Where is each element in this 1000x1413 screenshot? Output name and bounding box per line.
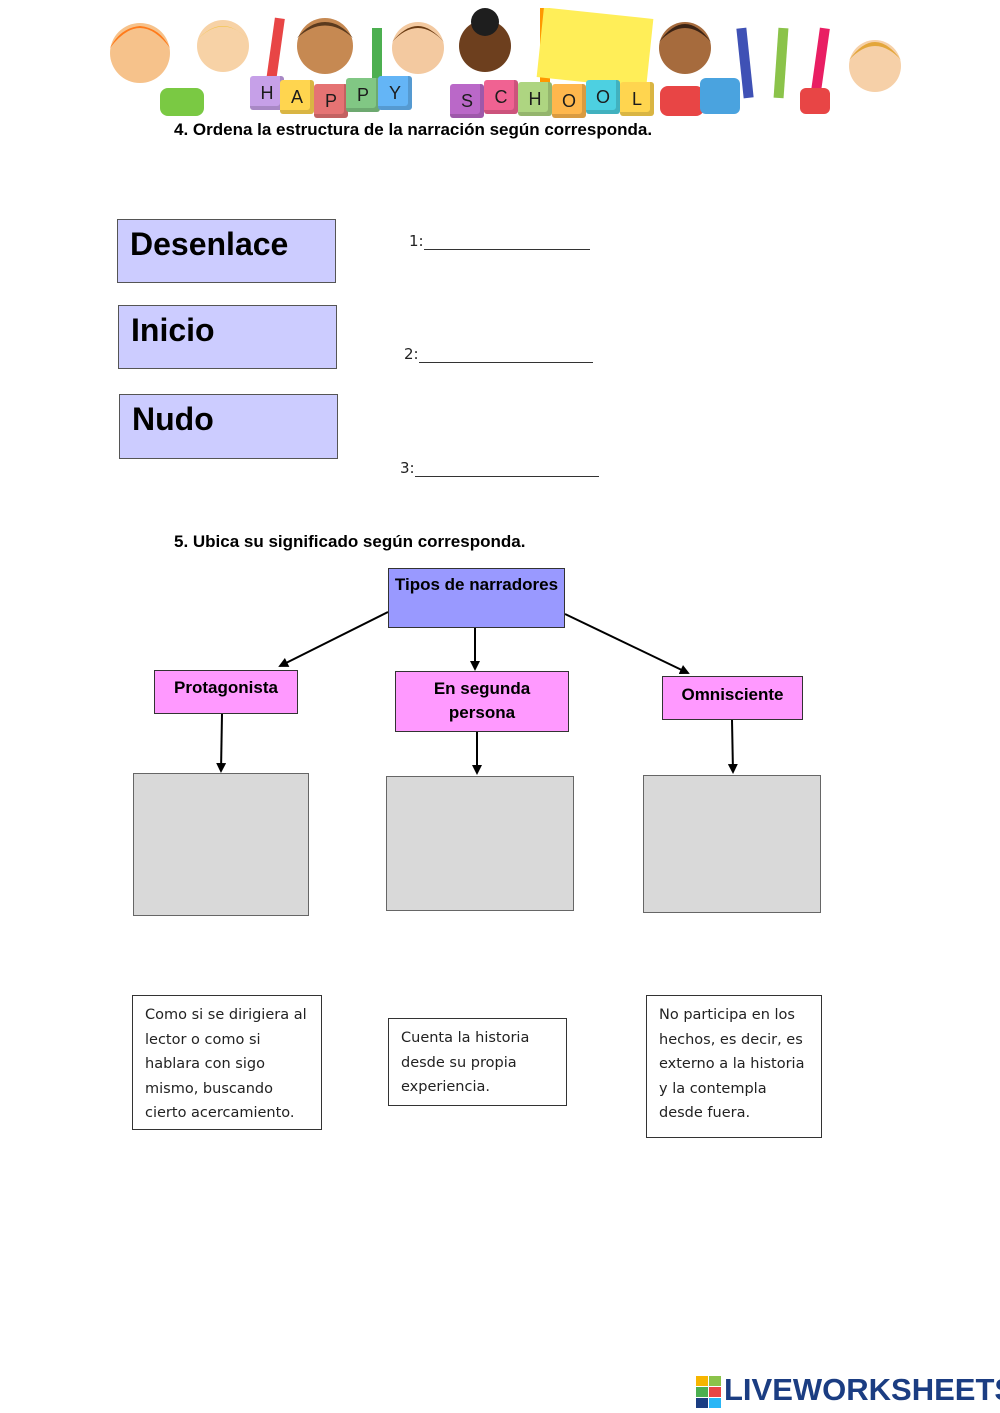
block-letter: Y — [378, 76, 412, 110]
drag-card-nudo[interactable]: Nudo — [119, 394, 338, 459]
type-node-omnisciente: Omnisciente — [662, 676, 803, 720]
order-slot-2[interactable]: 2: — [404, 345, 593, 363]
letter-blocks: H A P P Y S C H O O L — [250, 76, 770, 120]
definition-card-2[interactable]: Cuenta la historia desde su propia exper… — [388, 1018, 567, 1106]
block-letter: P — [314, 84, 348, 118]
order-slot-1[interactable]: 1: — [409, 232, 590, 250]
drop-box-segunda-persona[interactable] — [386, 776, 574, 911]
slot-number: 3: — [400, 459, 415, 477]
type-node-segunda-persona: En segunda persona — [395, 671, 569, 732]
drop-box-omnisciente[interactable] — [643, 775, 821, 913]
answer-line[interactable] — [423, 235, 590, 250]
block-letter: L — [620, 82, 654, 116]
root-node-label: Tipos de narradores — [394, 575, 559, 594]
block-letter: O — [552, 84, 586, 118]
root-node-tipos-de-narradores: Tipos de narradores — [388, 568, 565, 628]
exercise-5-heading: 5. Ubica su significado según correspond… — [174, 532, 526, 551]
slot-number: 2: — [404, 345, 419, 363]
type-node-protagonista: Protagonista — [154, 670, 298, 714]
drag-card-inicio[interactable]: Inicio — [118, 305, 337, 369]
arrow-protagonista-to-box — [216, 713, 227, 773]
block-letter: H — [250, 76, 284, 110]
definition-card-1[interactable]: Como si se dirigiera al lector o como si… — [132, 995, 322, 1130]
block-letter: H — [518, 82, 552, 116]
arrow-root-to-omnisciente — [564, 613, 690, 675]
liveworksheets-logo[interactable]: LIVEWORKSHEETS — [696, 1372, 1000, 1412]
exercise-4-heading: 4. Ordena la estructura de la narración … — [174, 120, 653, 139]
block-letter: A — [280, 80, 314, 114]
block-letter: O — [586, 80, 620, 114]
drop-box-protagonista[interactable] — [133, 773, 309, 916]
answer-line[interactable] — [414, 462, 599, 477]
liveworksheets-logo-text: LIVEWORKSHEETS — [724, 1372, 1000, 1407]
block-letter: C — [484, 80, 518, 114]
happy-school-banner: H A P P Y S C H O O L — [100, 8, 920, 120]
block-letter: P — [346, 78, 380, 112]
block-letter: S — [450, 84, 484, 118]
order-slot-3[interactable]: 3: — [400, 459, 599, 477]
answer-line[interactable] — [418, 348, 593, 363]
arrow-omnisciente-to-box — [727, 719, 738, 774]
arrow-root-to-protagonista — [278, 611, 389, 667]
drag-card-desenlace[interactable]: Desenlace — [117, 219, 336, 283]
liveworksheets-logo-icon — [696, 1376, 721, 1408]
kids-illustration — [110, 8, 901, 116]
definition-card-3[interactable]: No participa en los hechos, es decir, es… — [646, 995, 822, 1138]
slot-number: 1: — [409, 232, 424, 250]
